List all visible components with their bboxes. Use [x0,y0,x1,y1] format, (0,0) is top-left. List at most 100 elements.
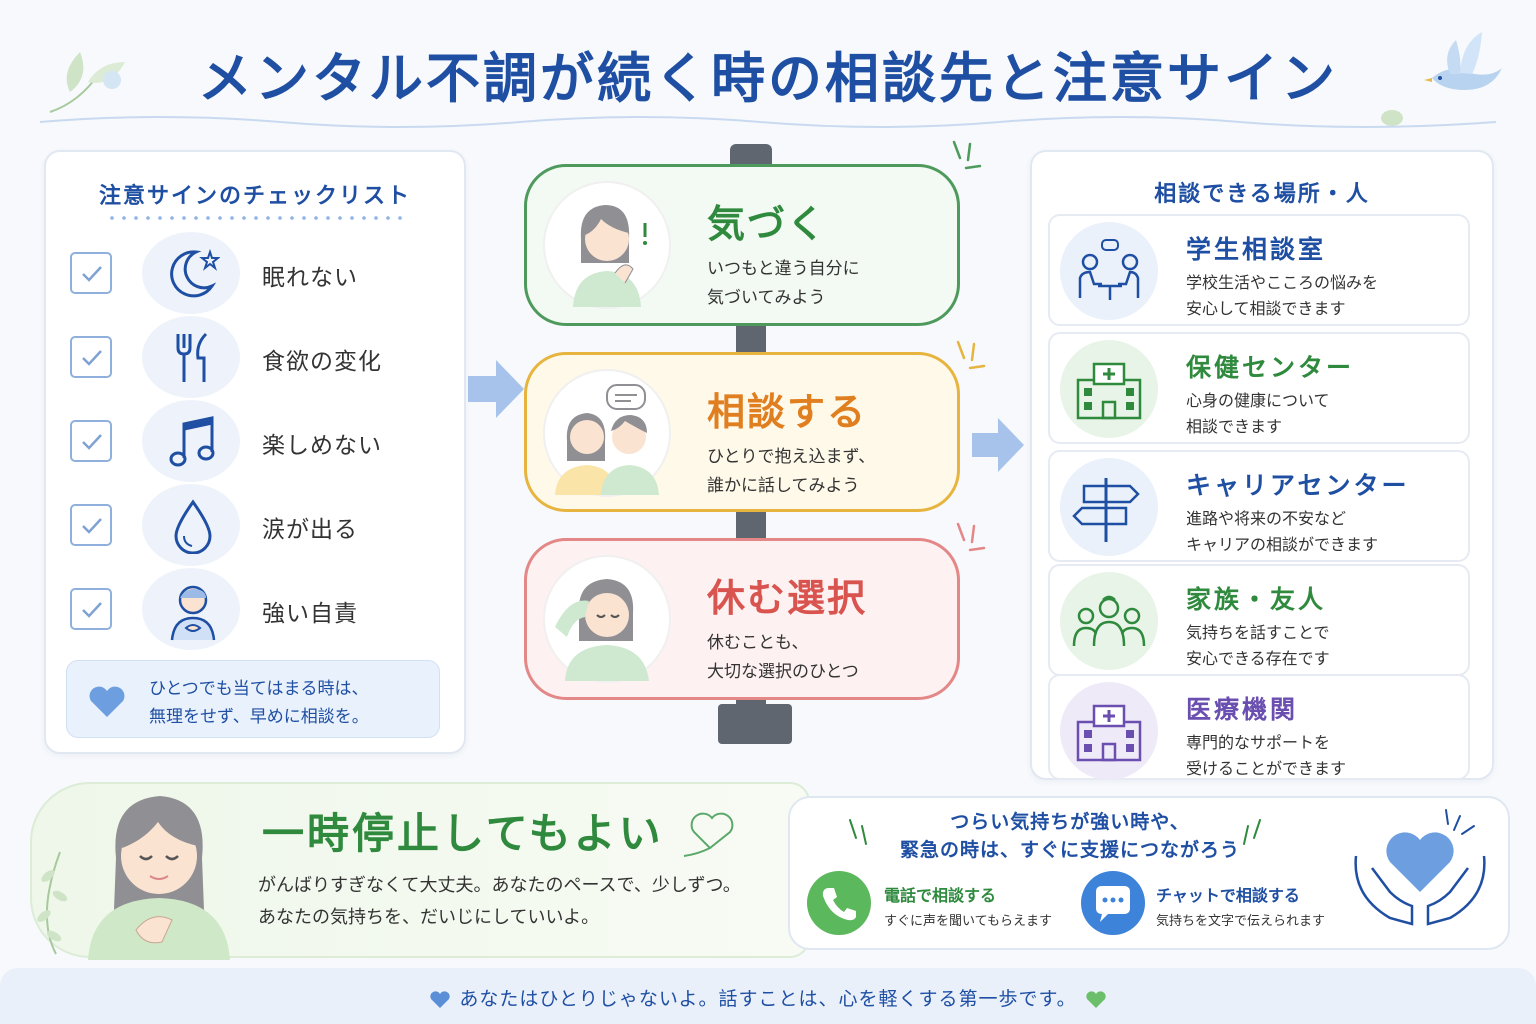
footer-bar [0,968,1536,1024]
footer-message: あなたはひとりじゃないよ。話すことは、心を軽くする第一歩です。 [0,984,1536,1011]
consult-desc-line: 相談できます [1186,417,1283,436]
consult-desc-line: 進路や将来の不安など [1186,509,1347,528]
sign-desc-line: 気づいてみよう [707,288,826,308]
check-mark-icon [82,350,102,366]
consult-card-desc: 心身の健康について 相談できます [1186,388,1330,440]
check-mark-icon [82,434,102,450]
consult-card-title: キャリアセンター [1186,471,1410,500]
sparkle-icon [1243,819,1261,845]
checkbox[interactable] [70,336,112,378]
bird-icon [1424,32,1502,90]
consult-card-desc: 気持ちを話すことで 安心できる存在です [1186,620,1330,672]
sign-desc-line: 大切な選択のひとつ [707,662,859,682]
chat-icon[interactable] [1080,870,1146,936]
checklist-panel: 注意サインのチェックリスト [44,150,466,754]
consult-card-desc: 専門的なサポートを 受けることができます [1186,730,1346,782]
consult-desc-line: 受けることができます [1186,759,1347,778]
consult-desc-line: 安心して相談できます [1186,299,1346,318]
chat-consult-sub: 気持ちを文字で伝えられます [1156,914,1326,929]
help-lead-line: つらい気持ちが強い時や、 [950,811,1190,833]
counseling-icon [1060,222,1158,320]
phone-consult-sub: すぐに声を聞いてもらえます [884,914,1052,929]
checklist-item[interactable]: 涙が出る [70,484,450,566]
consult-desc-line: 学校生活やこころの悩みを [1186,273,1379,292]
sign-desc-line: いつもと違う自分に [707,259,860,279]
fork-knife-icon [142,316,240,398]
signpost-base [718,704,792,744]
checklist-label: 食欲の変化 [262,349,382,375]
blue-heart-icon [430,990,451,1008]
help-lead-line: 緊急の時は、すぐに支援につながろう [899,839,1240,861]
consult-desc-line: 気持ちを話すことで [1186,623,1330,642]
consult-desc-line: キャリアの相談ができます [1186,535,1379,554]
sign-rest: 休む選択 休むことも、 大切な選択のひとつ [524,538,960,700]
consult-desc-line: 安心できる存在です [1186,649,1330,668]
checklist-heading: 注意サインのチェックリスト [98,184,411,209]
consult-card-health-center[interactable]: 保健センター 心身の健康について 相談できます [1048,332,1470,444]
consult-card-medical[interactable]: 医療機関 専門的なサポートを 受けることができます [1048,674,1470,780]
small-leaf-icon [1381,110,1403,126]
arrow-right-icon [972,418,1024,472]
consult-card-title: 学生相談室 [1186,235,1327,264]
checkbox[interactable] [70,588,112,630]
checklist-item[interactable]: 眠れない [70,232,450,314]
sign-desc-line: ひとりで抱え込まず、 [707,447,876,467]
sign-desc: いつもと違う自分に 気づいてみよう [707,255,860,313]
sign-consult: 相談する ひとりで抱え込まず、 誰かに話してみよう [524,352,960,512]
consult-card-student-counseling[interactable]: 学生相談室 学校生活やこころの悩みを 安心して相談できます [1048,214,1470,326]
phone-consult-title[interactable]: 電話で相談する [884,886,997,905]
sign-title: 休む選択 [707,576,868,620]
sign-title: 相談する [707,390,868,434]
arrow-right-icon [468,360,524,418]
relaxing-person-icon [543,555,671,683]
note-line-2: 無理をせず、早めに相談を。 [149,707,369,727]
heart-icon [89,686,125,717]
sign-desc-line: 誰かに話してみよう [707,476,860,496]
checklist-item[interactable]: 楽しめない [70,400,450,482]
tear-drop-icon [142,484,240,566]
people-icon [1060,572,1158,670]
phone-icon[interactable] [806,870,872,936]
green-heart-icon [1085,990,1106,1008]
page-title: メンタル不調が続く時の相談先と注意サイン [198,47,1338,110]
rest-text-line: がんばりすぎなくて大丈夫。あなたのペースで、少しずつ。 [258,875,741,896]
sign-desc: ひとりで抱え込まず、 誰かに話してみよう [707,443,875,501]
checklist-label: 楽しめない [262,433,382,459]
chat-consult-title[interactable]: チャットで相談する [1156,886,1300,905]
checklist-item[interactable]: 食欲の変化 [70,316,450,398]
consult-card-family-friends[interactable]: 家族・友人 気持ちを話すことで 安心できる存在です [1048,564,1470,676]
signpost-icon [1060,458,1158,556]
worried-person-icon [142,568,240,650]
checklist-label: 眠れない [262,265,358,291]
title-underline-wave [40,116,1496,128]
sparkle-icon [956,340,986,370]
sparkle-icon [956,522,986,552]
help-lead: つらい気持ちが強い時や、 緊急の時は、すぐに支援につながろう [860,808,1280,864]
rest-text-line: あなたの気持ちを、だいじにしていいよ。 [258,907,600,928]
hands-heart-icon [1354,809,1486,926]
checkbox[interactable] [70,420,112,462]
checkbox[interactable] [70,504,112,546]
consult-desc-line: 心身の健康について [1186,391,1330,410]
moon-star-icon [142,232,240,314]
consult-card-title: 医療機関 [1186,695,1299,724]
sparkle-icon [952,140,982,170]
vine-leaf-icon [37,851,68,955]
check-mark-icon [82,602,102,618]
consult-desc-line: 専門的なサポートを [1186,733,1331,752]
checkbox[interactable] [70,252,112,294]
note-line-1: ひとつでも当てはまる時は、 [149,679,369,699]
calm-woman-icon [88,796,230,960]
leaf-decoration-icon [49,52,125,113]
consult-card-desc: 進路や将来の不安など キャリアの相談ができます [1186,506,1378,558]
rest-title: 一時停止してもよい [262,809,664,858]
consult-card-desc: 学校生活やこころの悩みを 安心して相談できます [1186,270,1378,322]
heart-outline-icon [683,812,734,857]
consult-card-title: 保健センター [1186,353,1355,382]
two-people-talking-icon [543,369,671,497]
thinking-person-icon [543,181,671,309]
consult-card-career-center[interactable]: キャリアセンター 進路や将来の不安など キャリアの相談ができます [1048,450,1470,562]
sign-desc-line: 休むことも、 [707,633,809,653]
sign-notice: 気づく いつもと違う自分に 気づいてみよう [524,164,960,326]
checklist-item[interactable]: 強い自責 [70,568,450,650]
